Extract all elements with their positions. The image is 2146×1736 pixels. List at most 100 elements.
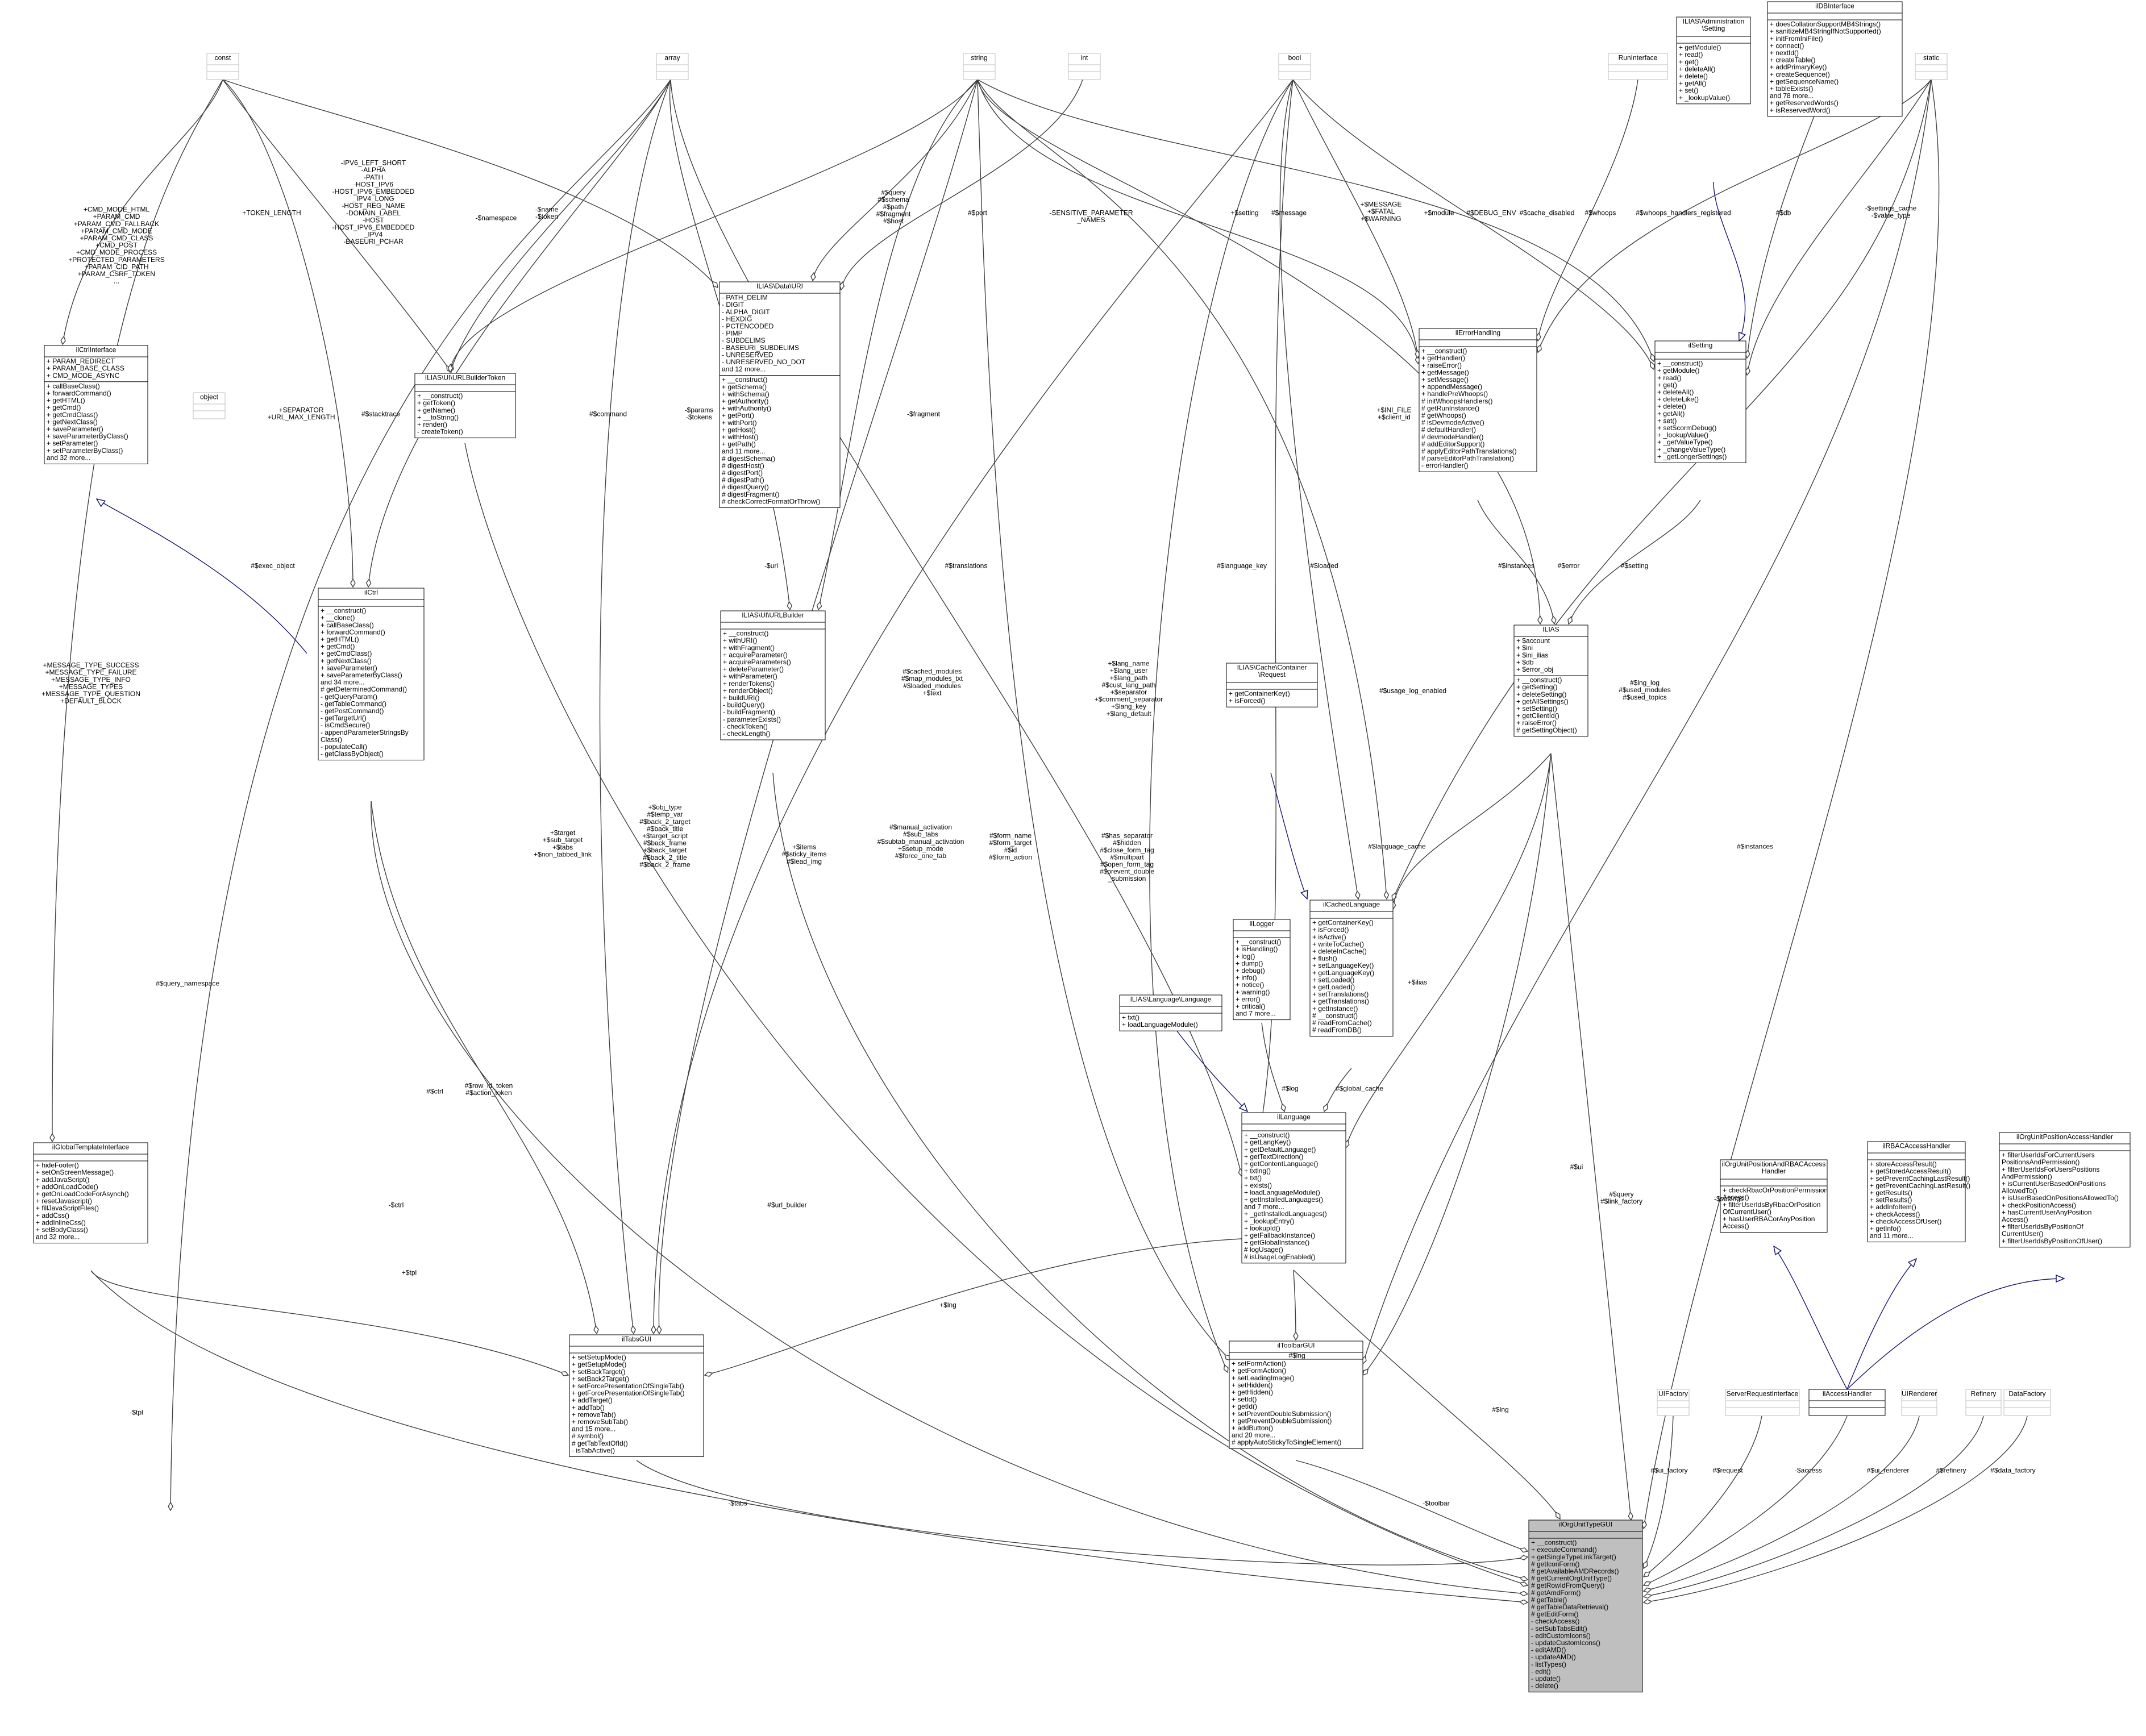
text-line: + checkAccess() — [1870, 1210, 1920, 1218]
text-line: + setLeadingImage() — [1232, 1374, 1294, 1382]
class-box-ilglobaltemplateinterface[interactable]: ilGlobalTemplateInterface+ hideFooter()+… — [33, 1142, 148, 1244]
text-line: + flush() — [1312, 955, 1337, 963]
class-box-ilias[interactable]: ILIAS+ $account+ $ini+ $ini_ilias+ $db+ … — [1513, 625, 1588, 737]
text-line: + getContainerKey() — [1229, 690, 1290, 698]
text-line: + sanitizeMB4StringIfNotSupported() — [1770, 27, 1881, 35]
text-line: +$tabs — [552, 843, 573, 851]
text-line: - setSubTabsEdit() — [1531, 1625, 1587, 1633]
class-box-iltabsgui[interactable]: ilTabsGUI+ setSetupMode()+ getSetupMode(… — [569, 1334, 704, 1457]
class-box-urlbuilder[interactable]: ILIAS\UI\URLBuilder+ __construct()+ with… — [720, 610, 826, 740]
class-box-bool[interactable]: bool — [1278, 53, 1311, 80]
text-line: ilErrorHandling — [1455, 329, 1500, 337]
text-line: - UNRESERVED_NO_DOT — [722, 358, 806, 366]
text-line: + getInfo() — [1870, 1225, 1901, 1233]
class-box-ilsetting[interactable]: ilSetting+ __construct()+ getModule()+ r… — [1654, 340, 1746, 463]
class-box-runinterface[interactable]: RunInterface — [1608, 53, 1668, 80]
class-box-serverrequest[interactable]: ServerRequestInterface — [1725, 1389, 1800, 1416]
text-line: - parameterExists() — [723, 715, 781, 723]
edge-label-language_key: #$language_key — [1217, 562, 1267, 570]
class-box-illogger[interactable]: ilLogger+ __construct()+ isHandling()+ l… — [1233, 919, 1291, 1021]
text-line: - update() — [1531, 1675, 1561, 1683]
text-line: + getStoredAccessResult() — [1870, 1167, 1951, 1175]
text-line: + withFragment() — [723, 644, 775, 652]
text-line: + __toString() — [417, 413, 459, 421]
text-line: + renderObject() — [723, 686, 773, 694]
text-line: + addInfoItem() — [1870, 1203, 1916, 1211]
text-line: + saveParameter() — [47, 425, 103, 433]
text-line: Class() — [321, 735, 342, 743]
class-box-ilerrorhandling[interactable]: ilErrorHandling+ __construct()+ getHandl… — [1419, 328, 1537, 472]
class-box-ilctrlinterface[interactable]: ilCtrlInterface+ PARAM_REDIRECT+ PARAM_B… — [44, 345, 148, 464]
class-box-datafactory[interactable]: DataFactory — [2003, 1389, 2051, 1416]
text-line: + addInlineCss() — [36, 1218, 86, 1226]
class-box-ilctrl[interactable]: ilCtrl+ __construct()+ __clone()+ callBa… — [318, 588, 425, 761]
class-box-ilaccesshandler[interactable]: ilAccessHandler — [1808, 1389, 1886, 1416]
class-box-datauri[interactable]: ILIAS\Data\URI- PATH_DELIM- DIGIT- ALPHA… — [719, 281, 841, 508]
text-line: #$schema — [877, 195, 909, 203]
class-box-ilrbac[interactable]: ilRBACAccessHandler+ storeAccessResult()… — [1867, 1141, 1970, 1243]
class-box-uifactory[interactable]: UIFactory — [1657, 1389, 1690, 1416]
association-edge — [1644, 1416, 1920, 1591]
text-line: -HOST — [363, 216, 384, 224]
text-line: +PARAM_CSRF_TOKEN — [78, 270, 155, 278]
text-line: -HOST_IPV6_EMBEDDED — [332, 188, 415, 195]
edge-label-ilsetting_label: #$setting — [1621, 562, 1649, 570]
text-line: ilGlobalTemplateInterface — [52, 1143, 130, 1151]
text-line: + addButton() — [1232, 1424, 1273, 1432]
text-line: + setFormAction() — [1232, 1360, 1286, 1368]
class-box-cacherequest[interactable]: ILIAS\Cache\Container\Request+ getContai… — [1226, 663, 1318, 707]
text-line: -$tpl — [130, 1409, 143, 1417]
text-line: + _getValueType() — [1657, 438, 1713, 446]
text-line: + checkRbacOrPositionPermission — [1723, 1187, 1828, 1194]
class-box-ilcachedlanguage[interactable]: ilCachedLanguage+ getContainerKey()+ isF… — [1309, 900, 1394, 1037]
edge-label-sensitive: -SENSITIVE_PARAMETER_NAMES — [1049, 209, 1133, 224]
class-box-static[interactable]: static — [1915, 53, 1948, 80]
text-line: + getHTML() — [321, 635, 359, 643]
text-line: +$text — [922, 689, 942, 697]
text-line: #$lng — [1492, 1406, 1508, 1414]
text-line: - checkLength() — [723, 730, 770, 738]
class-box-const[interactable]: const — [206, 53, 239, 80]
class-box-uirenderer[interactable]: UIRenderer — [1901, 1389, 1937, 1416]
text-line: - isTabActive() — [572, 1446, 615, 1454]
text-line: ilDBInterface — [1815, 2, 1854, 10]
class-box-object[interactable]: object — [193, 392, 226, 419]
text-line: array — [664, 54, 680, 62]
class-box-iliaslanguage[interactable]: ILIAS\Language\Language+ txt()+ loadLang… — [1119, 994, 1222, 1031]
text-line: + storeAccessResult() — [1870, 1160, 1937, 1168]
class-box-ilorgunittypegui[interactable]: ilOrgUnitTypeGUI+ __construct()+ execute… — [1528, 1519, 1643, 1693]
text-line: #$fragment — [876, 210, 911, 218]
class-box-illanguage[interactable]: ilLanguage+ __construct()+ getLangKey()+… — [1241, 1112, 1346, 1264]
association-edge — [1569, 499, 1701, 624]
class-box-urlbuildertoken[interactable]: ILIAS\UI\URLBuilderToken+ __construct()+… — [414, 373, 516, 439]
text-line: + __construct() — [723, 630, 768, 638]
text-line: +CMD_POST — [95, 242, 138, 249]
text-line: + raiseError() — [1516, 719, 1557, 727]
text-line: + __construct() — [1531, 1539, 1577, 1547]
text-line: # readFromDB() — [1312, 1026, 1362, 1034]
class-box-ildbinterface[interactable]: ilDBInterface+ doesCollationSupportMB4St… — [1767, 1, 1903, 117]
class-box-array[interactable]: array — [656, 53, 689, 80]
text-line: + __construct() — [417, 392, 463, 400]
class-box-int[interactable]: int — [1068, 53, 1101, 80]
text-line: #$back_2_title — [643, 854, 687, 861]
text-line: object — [200, 393, 219, 401]
text-line: #$instances — [1498, 562, 1534, 570]
text-line: #$multipart — [1110, 853, 1144, 861]
edge-label-message_fatal: +$MESSAGE+$FATAL+$WARNING — [1360, 201, 1401, 223]
edge-label-ui_renderer: #$ui_renderer — [1867, 1467, 1910, 1475]
class-box-refinery[interactable]: Refinery — [1965, 1389, 2002, 1416]
edge-label-language_cache: #$language_cache — [1368, 843, 1426, 851]
class-box-iloupa[interactable]: ilOrgUnitPositionAccessHandler+ filterUs… — [1999, 1132, 2131, 1248]
text-line: # getAmdForm() — [1531, 1589, 1581, 1597]
text-line: + setSetting() — [1516, 705, 1557, 713]
text-line: _submission — [1108, 875, 1146, 882]
text-line: #$query — [1609, 1190, 1633, 1198]
text-line: # devmodeHandler() — [1421, 433, 1483, 441]
class-box-string[interactable]: string — [963, 53, 996, 80]
class-box-ilias_admin_setting[interactable]: ILIAS\Administration\Setting+ getModule(… — [1676, 16, 1751, 105]
text-line: #$command — [589, 410, 627, 418]
text-line: + getNextClass() — [47, 418, 98, 426]
class-box-iltoolbargui[interactable]: ilToolbarGUI+ setFormAction()+ getFormAc… — [1229, 1340, 1363, 1449]
